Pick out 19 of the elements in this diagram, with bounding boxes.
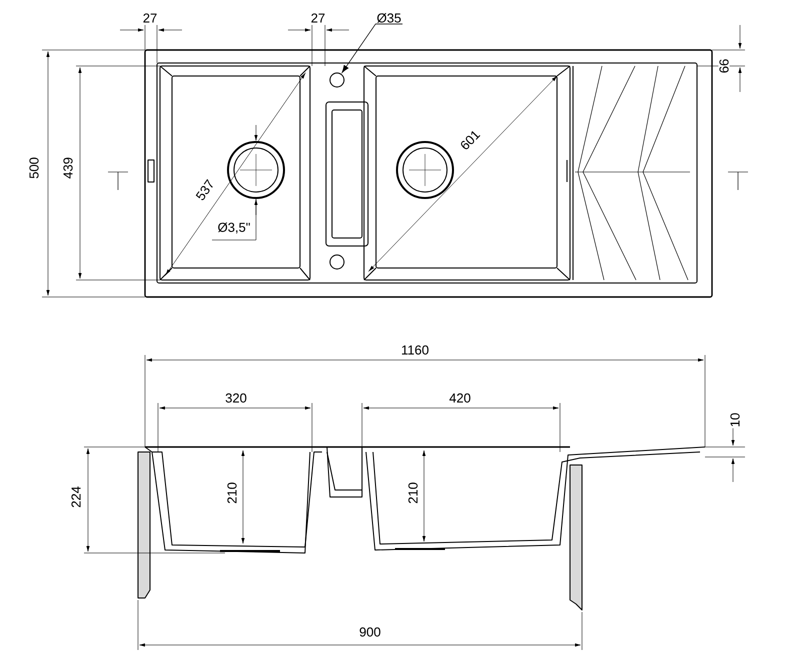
dimension-label: 27 [142, 12, 158, 24]
dimension-label: 224 [70, 485, 82, 509]
mounting-hole [330, 72, 344, 88]
dimension-label: 420 [448, 392, 472, 404]
dimension-label: 10 [729, 412, 741, 428]
dimension-label: 900 [358, 626, 382, 638]
dimension-label: 439 [62, 156, 74, 180]
dimension-label: 27 [310, 12, 326, 24]
dimension-label: Ø35 [376, 12, 402, 24]
dimension-label: 210 [407, 481, 419, 505]
dimension-label: Ø3,5" [216, 222, 252, 234]
dimension-label: 66 [718, 58, 730, 74]
dimension-label: 500 [28, 156, 40, 180]
dimension-label: 537 [194, 177, 216, 203]
leader-line [342, 24, 403, 73]
dimension-label: 601 [458, 128, 482, 152]
dimension-label: 1160 [400, 344, 430, 356]
dimension-label: 320 [224, 392, 248, 404]
dimension-label: 210 [226, 481, 238, 505]
